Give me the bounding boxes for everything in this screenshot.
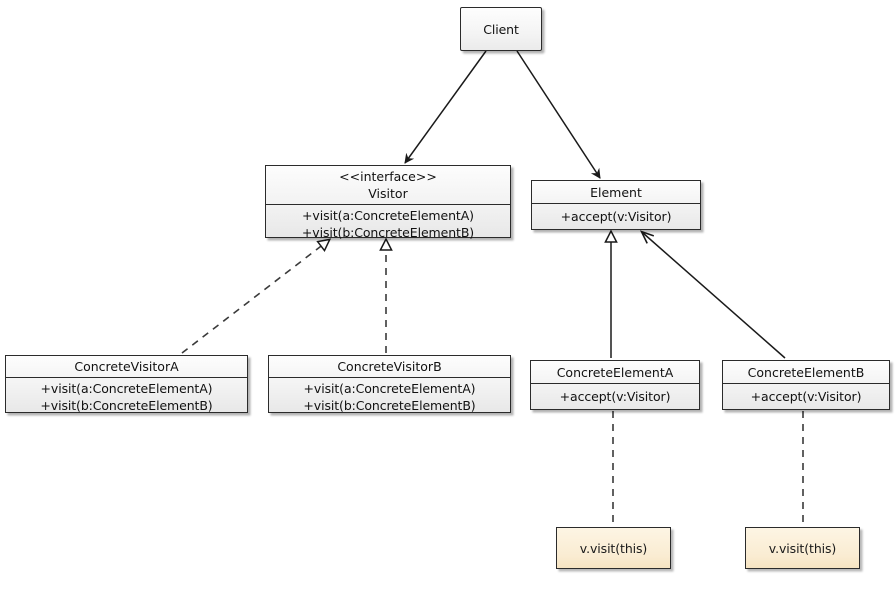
note-box-concrete-element-b[interactable]: v.visit(this) bbox=[745, 527, 860, 569]
class-box-concrete-element-a[interactable]: ConcreteElementA +accept(v:Visitor) bbox=[530, 360, 700, 410]
class-header-concrete-element-b: ConcreteElementB bbox=[723, 361, 889, 383]
edge-concrete-visitor-a-realizes-visitor bbox=[181, 238, 332, 354]
class-operations-concrete-visitor-b: +visit(a:ConcreteElementA) +visit(b:Conc… bbox=[269, 377, 510, 416]
class-header-visitor: <<interface>> Visitor bbox=[266, 166, 510, 204]
class-header-element: Element bbox=[532, 181, 700, 203]
operation-item: +visit(b:ConcreteElementB) bbox=[301, 225, 475, 240]
class-operations-concrete-visitor-a: +visit(a:ConcreteElementA) +visit(b:Conc… bbox=[6, 377, 247, 416]
class-header-concrete-element-a: ConcreteElementA bbox=[531, 361, 699, 383]
operation-item: +visit(a:ConcreteElementA) bbox=[303, 381, 476, 396]
class-box-element[interactable]: Element +accept(v:Visitor) bbox=[531, 180, 701, 230]
edge-concrete-element-b-inherits-element bbox=[639, 230, 786, 359]
class-name-visitor: Visitor bbox=[368, 186, 408, 201]
class-box-concrete-visitor-a[interactable]: ConcreteVisitorA +visit(a:ConcreteElemen… bbox=[5, 355, 248, 413]
class-name-client: Client bbox=[483, 21, 519, 37]
class-operations-concrete-element-a: +accept(v:Visitor) bbox=[531, 383, 699, 409]
class-name-concrete-element-a: ConcreteElementA bbox=[556, 364, 674, 380]
note-text: v.visit(this) bbox=[579, 540, 648, 556]
operation-item: +visit(b:ConcreteElementB) bbox=[40, 398, 213, 413]
class-box-client[interactable]: Client bbox=[460, 7, 542, 51]
class-name-concrete-element-b: ConcreteElementB bbox=[747, 364, 865, 380]
note-text: v.visit(this) bbox=[768, 540, 837, 556]
class-box-concrete-element-b[interactable]: ConcreteElementB +accept(v:Visitor) bbox=[722, 360, 890, 410]
operation-item: +visit(b:ConcreteElementB) bbox=[303, 398, 476, 413]
class-box-concrete-visitor-b[interactable]: ConcreteVisitorB +visit(a:ConcreteElemen… bbox=[268, 355, 511, 413]
class-name-concrete-visitor-a: ConcreteVisitorA bbox=[74, 359, 179, 374]
class-name-concrete-visitor-b: ConcreteVisitorB bbox=[337, 359, 442, 374]
class-stereotype-visitor: <<interface>> bbox=[339, 169, 437, 184]
class-box-visitor[interactable]: <<interface>> Visitor +visit(a:ConcreteE… bbox=[265, 165, 511, 240]
class-operations-concrete-element-b: +accept(v:Visitor) bbox=[723, 383, 889, 409]
class-name-element: Element bbox=[590, 184, 642, 200]
operation-item: +accept(v:Visitor) bbox=[559, 389, 671, 404]
operation-item: +accept(v:Visitor) bbox=[750, 389, 862, 404]
class-header-concrete-visitor-a: ConcreteVisitorA bbox=[6, 356, 247, 377]
edge-client-to-element bbox=[516, 50, 601, 179]
class-operations-element: +accept(v:Visitor) bbox=[532, 203, 700, 229]
operation-item: +visit(a:ConcreteElementA) bbox=[302, 208, 474, 223]
note-box-concrete-element-a[interactable]: v.visit(this) bbox=[556, 527, 671, 569]
edge-client-to-visitor bbox=[404, 50, 487, 164]
operation-item: +accept(v:Visitor) bbox=[560, 209, 672, 224]
class-header-concrete-visitor-b: ConcreteVisitorB bbox=[269, 356, 510, 377]
operation-item: +visit(a:ConcreteElementA) bbox=[40, 381, 213, 396]
class-operations-visitor: +visit(a:ConcreteElementA) +visit(b:Conc… bbox=[266, 204, 510, 243]
